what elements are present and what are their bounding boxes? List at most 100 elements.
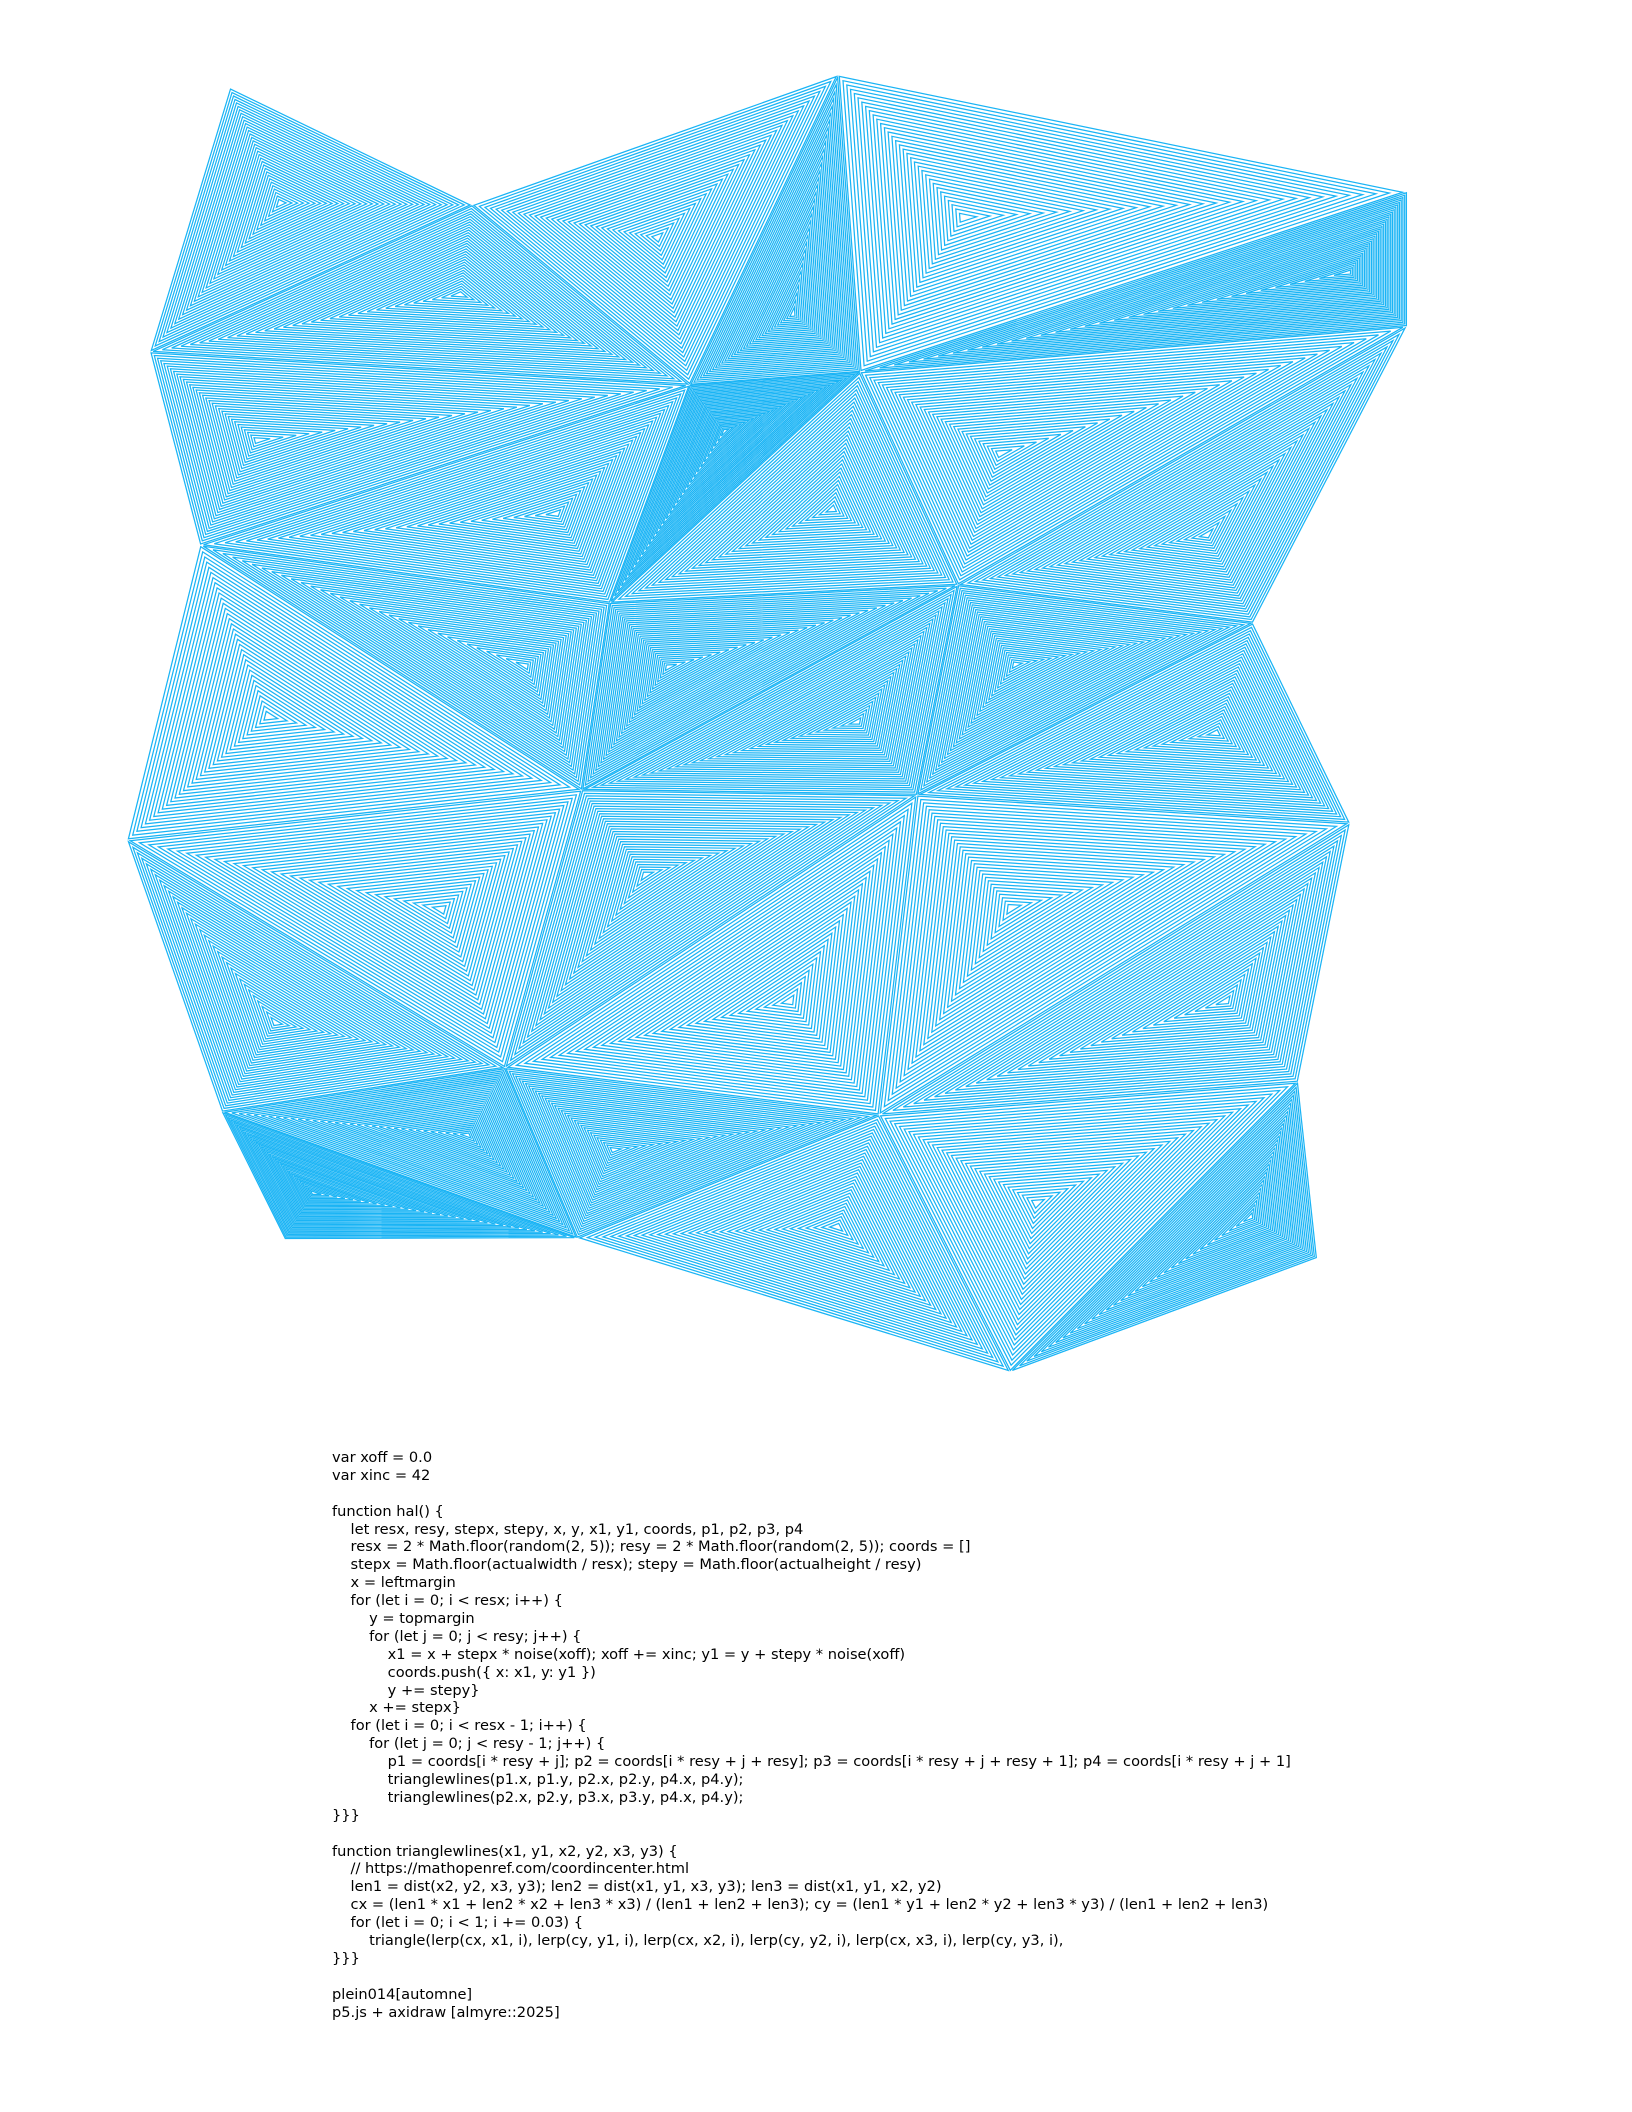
triangle-outline (1141, 1154, 1282, 1288)
triangle-outline (1142, 705, 1250, 756)
triangle-outline (269, 844, 519, 996)
triangle-outline (524, 1082, 831, 1223)
triangle-outline (623, 605, 943, 784)
triangle-outline (190, 215, 662, 374)
triangle-outline (619, 858, 697, 911)
triangle-outline (1061, 676, 1286, 780)
triangle-outline (243, 982, 326, 1043)
triangle-outline (779, 283, 802, 324)
triangle-outline (1055, 408, 1329, 589)
triangle-outline (590, 589, 955, 793)
code-line (332, 1968, 1632, 1986)
triangle-outline (999, 651, 1053, 686)
triangle-outline (643, 392, 939, 589)
triangle-outline (583, 1127, 688, 1175)
triangle-outline (158, 878, 457, 1094)
triangle-outline (593, 843, 746, 946)
triangle-outline (298, 854, 506, 982)
triangle-outline (514, 801, 913, 1112)
code-line: y += stepy} (332, 1681, 480, 1699)
triangle-outline (607, 597, 949, 789)
triangle-outline (967, 208, 1395, 351)
triangle-outline (374, 447, 626, 560)
triangle-outline (329, 592, 578, 742)
triangle-outline (159, 360, 647, 536)
triangle-outline (664, 663, 677, 672)
triangle-outline (586, 1129, 680, 1172)
triangle-outline (1173, 973, 1246, 1019)
triangle-outline (225, 664, 365, 755)
triangle-outline (966, 869, 1125, 978)
triangle-outline (1084, 1122, 1298, 1325)
triangle-outline (749, 1189, 896, 1276)
triangle-outline (920, 587, 1246, 791)
triangle-outline (893, 1093, 1274, 1357)
triangle-outline (180, 213, 669, 377)
triangle-outline (345, 872, 485, 958)
triangle-outline (635, 868, 664, 888)
triangle-outline (935, 395, 1184, 514)
triangle-outline (912, 1107, 1243, 1336)
triangle-outline (973, 429, 1074, 479)
triangle-outline (579, 1124, 696, 1178)
nested-triangle-cell (224, 1068, 578, 1239)
triangle-outline (923, 201, 1401, 360)
triangle-outline (156, 357, 660, 539)
triangle-outline (251, 563, 598, 772)
triangle-outline (486, 650, 537, 682)
triangle-outline (1111, 941, 1268, 1040)
triangle-outline (240, 167, 340, 249)
generative-artwork (127, 75, 1408, 1372)
triangle-outline (771, 987, 799, 1009)
triangle-outline (185, 381, 544, 511)
triangle-outline (447, 636, 547, 697)
triangle-outline (637, 388, 943, 592)
triangle-outline (235, 396, 678, 595)
triangle-outline (276, 1160, 417, 1212)
triangle-outline (948, 406, 1147, 502)
triangle-outline (703, 419, 751, 463)
triangle-outline (528, 124, 784, 341)
triangle-outline (1070, 420, 1317, 584)
triangle-outline (830, 708, 868, 730)
triangle-outline (213, 822, 544, 1025)
triangle-outline (194, 922, 402, 1072)
triangle-outline (249, 434, 284, 448)
triangle-outline (268, 1080, 558, 1220)
triangle-outline (244, 171, 334, 245)
triangle-outline (708, 118, 848, 373)
triangle-outline (1199, 1187, 1266, 1251)
triangle-outline (515, 661, 529, 671)
triangle-outline (898, 361, 1294, 550)
triangle-outline (898, 144, 1193, 298)
triangle-outline (1215, 994, 1231, 1006)
triangle-outline (714, 132, 844, 369)
code-line: coords.push({ x: x1, y: y1 }) (332, 1663, 596, 1681)
triangle-outline (1167, 502, 1239, 549)
triangle-outline (660, 907, 848, 1054)
triangle-outline (284, 1167, 393, 1208)
triangle-outline (335, 869, 489, 963)
triangle-outline (719, 950, 822, 1030)
triangle-outline (317, 862, 498, 973)
code-line: var xinc = 42 (332, 1466, 431, 1484)
triangle-outline (982, 637, 1096, 709)
triangle-outline (986, 886, 1074, 947)
triangle-outline (572, 163, 740, 305)
triangle-outline (665, 626, 928, 773)
triangle-outline (508, 1070, 871, 1236)
triangle-outline (245, 231, 621, 358)
triangle-outline (147, 797, 574, 1058)
triangle-outline (1114, 232, 1378, 321)
triangle-outline (931, 1122, 1211, 1316)
triangle-outline (236, 229, 628, 361)
triangle-outline (951, 203, 1006, 233)
triangle-outline (645, 226, 670, 248)
triangle-outline (217, 223, 642, 366)
triangle-outline (295, 1177, 362, 1202)
triangle-outline (754, 225, 818, 341)
triangle-outline (243, 429, 310, 454)
triangle-outline (1006, 903, 1024, 916)
triangle-outline (174, 602, 478, 799)
triangle-outline (254, 700, 299, 729)
